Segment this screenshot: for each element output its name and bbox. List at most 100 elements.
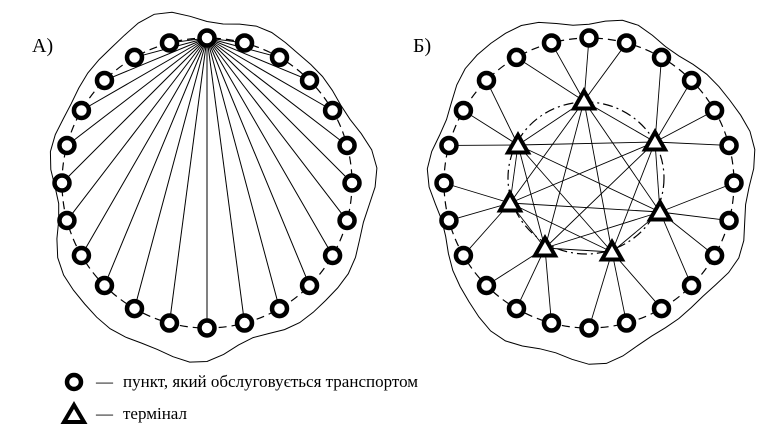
service-node — [71, 100, 92, 121]
node-terminal-link — [551, 42, 585, 102]
node-terminal-link — [516, 247, 546, 309]
service-node — [71, 245, 92, 266]
service-node — [337, 210, 357, 231]
node-terminal-link — [443, 182, 511, 204]
panel-a: А) — [32, 11, 378, 363]
service-node — [719, 135, 739, 156]
connection-line — [206, 37, 310, 81]
terminal-link — [517, 144, 613, 253]
service-node — [124, 298, 145, 319]
terminal-node — [641, 127, 669, 152]
terminal-link — [509, 202, 661, 213]
circle-node-icon — [64, 372, 84, 392]
legend: — пункт, який обслуговується транспортом… — [60, 366, 418, 430]
service-node — [159, 33, 180, 53]
connection-line — [104, 37, 208, 81]
service-node — [651, 298, 672, 319]
service-node — [299, 70, 320, 91]
connection-line — [206, 37, 280, 309]
connection-line — [61, 37, 208, 184]
node-terminal-link — [486, 80, 519, 146]
service-node — [681, 70, 702, 91]
legend-text-terminal: термінал — [123, 404, 187, 423]
service-node — [52, 173, 72, 193]
service-node — [704, 100, 725, 121]
service-node — [541, 313, 562, 333]
service-node — [476, 70, 497, 91]
legend-text-node: пункт, який обслуговується транспортом — [123, 372, 419, 391]
terminal-link — [544, 211, 661, 249]
connection-line — [80, 37, 208, 256]
connection-line — [206, 37, 353, 184]
legend-item-node: — пункт, який обслуговується транспортом — [60, 366, 418, 398]
service-node — [124, 47, 145, 68]
service-node — [506, 47, 527, 68]
service-node — [322, 100, 343, 121]
terminal-link — [583, 100, 661, 213]
region-outline — [426, 19, 756, 365]
terminal-node — [531, 233, 559, 258]
terminal-link — [544, 141, 656, 249]
service-node — [453, 100, 474, 121]
service-node — [269, 298, 290, 319]
service-node — [342, 173, 362, 193]
node-terminal-link — [611, 251, 627, 324]
service-node — [94, 275, 115, 296]
panel-a-label: А) — [32, 35, 53, 57]
service-node — [269, 47, 290, 68]
terminal-link — [517, 141, 656, 146]
triangle-terminal-icon — [60, 401, 88, 424]
service-node — [94, 70, 115, 91]
service-node — [476, 275, 497, 296]
service-node — [234, 313, 255, 333]
hub-node — [197, 28, 217, 48]
node-terminal-link — [544, 247, 552, 324]
terminal-link — [509, 141, 656, 204]
terminal-link — [544, 100, 585, 249]
terminal-node — [504, 130, 532, 155]
connection-line — [206, 37, 246, 324]
connection-line — [81, 37, 208, 111]
terminal-link — [509, 100, 585, 204]
node-terminal-link — [463, 110, 519, 146]
terminal-link — [544, 247, 613, 253]
legend-separator: — — [96, 404, 113, 423]
service-node — [506, 298, 527, 319]
service-node — [579, 318, 599, 338]
service-node — [616, 33, 637, 53]
node-terminal-link — [654, 57, 662, 143]
service-node — [57, 135, 77, 156]
service-node — [704, 245, 725, 266]
terminal-node — [646, 197, 674, 222]
node-terminal-link — [654, 110, 715, 143]
connection-line — [206, 37, 333, 111]
service-node — [434, 173, 454, 193]
terminal-link — [517, 144, 661, 213]
terminal-link — [611, 141, 656, 253]
node-terminal-link — [654, 141, 730, 146]
connection-line — [206, 37, 348, 221]
terminal-node — [496, 188, 524, 213]
connection-line — [66, 37, 208, 221]
legend-separator: — — [96, 372, 113, 391]
legend-item-terminal: — термінал — [60, 398, 418, 430]
service-node — [197, 318, 217, 338]
service-node — [453, 245, 474, 266]
terminal-link — [583, 100, 613, 253]
node-terminal-link — [516, 57, 585, 102]
node-terminal-link — [654, 80, 692, 143]
service-node — [724, 173, 744, 193]
connection-line — [206, 37, 334, 256]
service-node — [719, 210, 739, 231]
service-node — [579, 28, 599, 48]
region-outline — [49, 11, 378, 363]
service-node — [322, 245, 343, 266]
connection-line — [134, 37, 208, 309]
connection-line — [206, 37, 310, 286]
service-node — [337, 135, 357, 156]
terminal-link — [509, 202, 613, 253]
panel-b-label: Б) — [413, 35, 431, 57]
node-terminal-link — [588, 251, 613, 329]
terminal-node — [570, 86, 598, 111]
service-node — [234, 33, 255, 53]
